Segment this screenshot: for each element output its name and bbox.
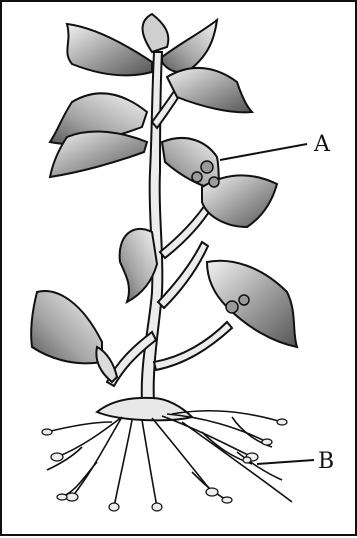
leaf-top-left (67, 24, 152, 75)
leader-line-b (257, 460, 314, 464)
leaves (31, 14, 297, 382)
leaf-bud-left (96, 347, 117, 382)
leader-line-a (220, 144, 307, 160)
leaf-right-upper (167, 68, 252, 112)
leaf-lower-left (31, 291, 102, 363)
leaf-top-right (162, 20, 217, 73)
stem-base (97, 398, 192, 420)
label-a: A (314, 134, 330, 156)
label-b: B (318, 451, 334, 473)
leaf-top-mid (143, 14, 169, 52)
